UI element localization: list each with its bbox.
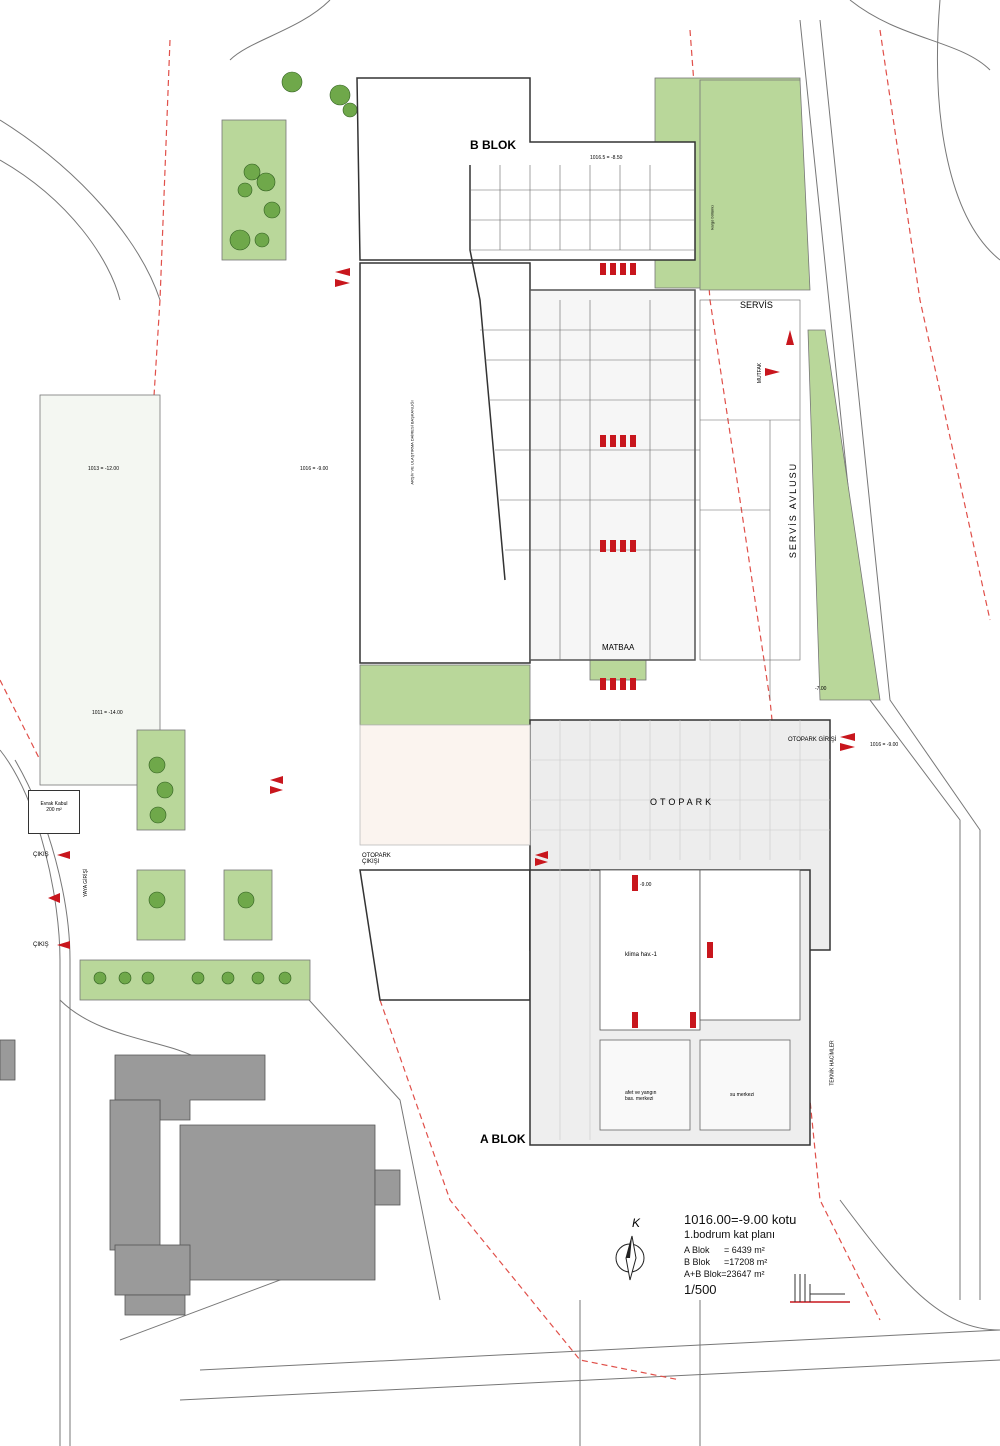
green-areas xyxy=(39,77,881,1001)
north-letter: K xyxy=(632,1216,641,1230)
legend-a-blok: A Blok = 6439 m² xyxy=(684,1245,854,1255)
level-label-6: -7.00 xyxy=(815,686,827,692)
scale-bar-icon xyxy=(790,1274,850,1303)
legend-scale: 1/500 xyxy=(684,1282,717,1297)
kargo-bolumu-label: kargo bölümü xyxy=(709,205,715,230)
stair-cores xyxy=(600,263,713,1028)
a-blok-label: A BLOK xyxy=(480,1132,526,1146)
legend-b-blok: B Blok =17208 m² xyxy=(684,1257,854,1267)
level-label-2: 1013 = -12.00 xyxy=(88,466,119,472)
existing-buildings xyxy=(0,1039,401,1316)
legend-a-blok-value: = 6439 m² xyxy=(724,1245,765,1255)
otopark-cikisi-label: OTOPARK ÇIKIŞI xyxy=(362,853,391,865)
legend-ab-blok-value: =23647 m² xyxy=(721,1269,765,1279)
cikis-label-2: ÇIKIŞ xyxy=(33,942,49,948)
servis-label: SERVİS xyxy=(740,300,773,310)
north-arrow: K xyxy=(610,1216,650,1282)
evrak-kabul-area: 200 m² xyxy=(46,807,62,813)
matbaa-label: MATBAA xyxy=(602,643,635,652)
evrak-kabul-label: Evrak Kabul xyxy=(40,801,68,807)
level-label-4: 1016.5 = -8.50 xyxy=(590,155,623,161)
legend-elevation: 1016.00=-9.00 kotu xyxy=(684,1212,797,1227)
afet-label: afet ve yangın bas. merkezi xyxy=(625,1090,657,1102)
mutfak-label: MUTFAK xyxy=(757,362,764,384)
evrak-kabul-box: Evrak Kabul 200 m² xyxy=(28,790,80,834)
klima-label: klima hav.-1 xyxy=(625,952,657,958)
b-block xyxy=(356,77,696,664)
cikis-label-1: ÇIKIŞ xyxy=(33,852,49,858)
parking-grid xyxy=(530,720,830,1140)
level-label-5: -9.00 xyxy=(640,882,652,888)
legend-a-blok-label: A Blok xyxy=(684,1245,710,1255)
yaya-girisi-label: YAYA GİRİŞİ xyxy=(83,868,90,898)
legend-floor: 1.bodrum kat planı xyxy=(684,1229,776,1241)
otopark-girisi-label: OTOPARK GİRİŞİ xyxy=(788,737,837,743)
servis-avlusu-label: SERVİS AVLUSU xyxy=(788,461,799,559)
trees xyxy=(93,71,358,985)
level-label-3: 1011 = -14.00 xyxy=(92,710,123,716)
legend-ab-blok-label: A+B Blok xyxy=(684,1269,722,1279)
b-blok-label: B BLOK xyxy=(470,138,516,152)
compass-icon xyxy=(615,1235,645,1281)
level-label-1: 1016 = -9.00 xyxy=(300,466,329,472)
arsiv-label: ARŞİV VE ULAŞTIRMA DAİRESİ BAŞKANLIĞI xyxy=(409,400,415,485)
entrance-arrows xyxy=(48,268,855,949)
level-label-7: 1016 = -9.00 xyxy=(870,742,899,748)
teknik-hacimler-label: TEKNİK HACİMLER xyxy=(829,1040,836,1086)
legend-b-blok-value: =17208 m² xyxy=(724,1257,768,1267)
legend: 1016.00=-9.00 kotu 1.bodrum kat planı A … xyxy=(684,1212,854,1297)
otopark-label: OTOPARK xyxy=(650,797,715,807)
b-block-rooms xyxy=(470,165,801,700)
a-block xyxy=(359,719,831,1146)
legend-ab-blok: A+B Blok=23647 m² xyxy=(684,1269,854,1279)
legend-b-blok-label: B Blok xyxy=(684,1257,711,1267)
su-merkezi-label: su merkezi xyxy=(730,1092,755,1098)
